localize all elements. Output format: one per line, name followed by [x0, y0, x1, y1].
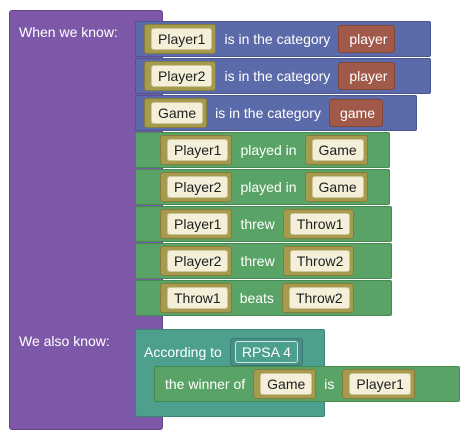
- relation-block-1[interactable]: Player1 played in Game: [135, 132, 390, 168]
- source-value[interactable]: RPSA 4: [234, 341, 298, 363]
- relation-block-2[interactable]: Player2 played in Game: [135, 169, 390, 205]
- when-we-know-label: When we know:: [19, 24, 118, 40]
- category-value[interactable]: game: [339, 105, 375, 121]
- variable-slot[interactable]: Game: [304, 135, 368, 165]
- variable-pill[interactable]: Game: [311, 176, 364, 198]
- relation-text: played in: [240, 142, 297, 158]
- variable-pill[interactable]: Throw1: [167, 287, 228, 309]
- variable-pill[interactable]: Player2: [167, 176, 229, 198]
- relation-block-5[interactable]: Throw1 beats Throw2: [135, 280, 392, 316]
- variable-pill[interactable]: Player2: [167, 250, 229, 272]
- variable-slot[interactable]: Game: [253, 369, 317, 399]
- category-value[interactable]: player: [349, 68, 388, 84]
- variable-pill[interactable]: Game: [151, 102, 204, 124]
- variable-slot[interactable]: Throw2: [281, 283, 354, 313]
- relation-block-4[interactable]: Player2 threw Throw2: [135, 243, 392, 279]
- relation-block-3[interactable]: Player1 threw Throw1: [135, 206, 392, 242]
- variable-slot[interactable]: Throw1: [160, 283, 232, 313]
- variable-pill[interactable]: Throw2: [289, 250, 351, 272]
- variable-pill[interactable]: Player1: [167, 139, 229, 161]
- variable-slot[interactable]: Throw1: [282, 209, 355, 239]
- variable-slot[interactable]: Player1: [342, 369, 415, 399]
- variable-slot[interactable]: Game: [144, 98, 208, 128]
- according-to-label: According to: [144, 344, 222, 360]
- variable-slot[interactable]: Player2: [144, 61, 217, 91]
- relation-text: is in the category: [224, 31, 331, 47]
- variable-slot[interactable]: Throw2: [282, 246, 355, 276]
- source-slot[interactable]: RPSA 4: [229, 338, 303, 366]
- variable-pill[interactable]: Player2: [151, 65, 213, 87]
- variable-pill[interactable]: Game: [311, 139, 364, 161]
- relation-text: beats: [239, 290, 274, 306]
- relation-text: played in: [240, 179, 297, 195]
- is-text: is: [324, 376, 335, 392]
- conclusion-block[interactable]: the winner of Game is Player1: [154, 366, 460, 402]
- variable-slot[interactable]: Player2: [160, 172, 233, 202]
- category-value[interactable]: player: [349, 31, 388, 47]
- relation-text: is in the category: [215, 105, 321, 121]
- variable-pill[interactable]: Player1: [167, 213, 229, 235]
- variable-pill[interactable]: Throw2: [288, 287, 350, 309]
- variable-slot[interactable]: Game: [304, 172, 368, 202]
- category-slot[interactable]: game: [328, 99, 383, 127]
- variable-pill[interactable]: Player1: [349, 373, 411, 395]
- according-to-block[interactable]: According to RPSA 4: [135, 329, 325, 417]
- variable-slot[interactable]: Player2: [160, 246, 233, 276]
- variable-pill[interactable]: Player1: [151, 28, 213, 50]
- variable-slot[interactable]: Player1: [160, 209, 233, 239]
- variable-slot[interactable]: Player1: [160, 135, 233, 165]
- category-slot[interactable]: player: [338, 25, 396, 53]
- we-also-know-label: We also know:: [19, 333, 110, 349]
- winner-of-text: the winner of: [165, 376, 246, 392]
- category-block-3[interactable]: Game is in the category game: [135, 95, 417, 131]
- category-slot[interactable]: player: [338, 62, 396, 90]
- category-block-1[interactable]: Player1 is in the category player: [135, 21, 431, 57]
- category-block-2[interactable]: Player2 is in the category player: [135, 58, 431, 94]
- relation-text: threw: [240, 253, 275, 269]
- variable-pill[interactable]: Throw1: [289, 213, 351, 235]
- relation-text: is in the category: [224, 68, 331, 84]
- variable-slot[interactable]: Player1: [144, 24, 217, 54]
- variable-pill[interactable]: Game: [260, 373, 313, 395]
- relation-text: threw: [240, 216, 275, 232]
